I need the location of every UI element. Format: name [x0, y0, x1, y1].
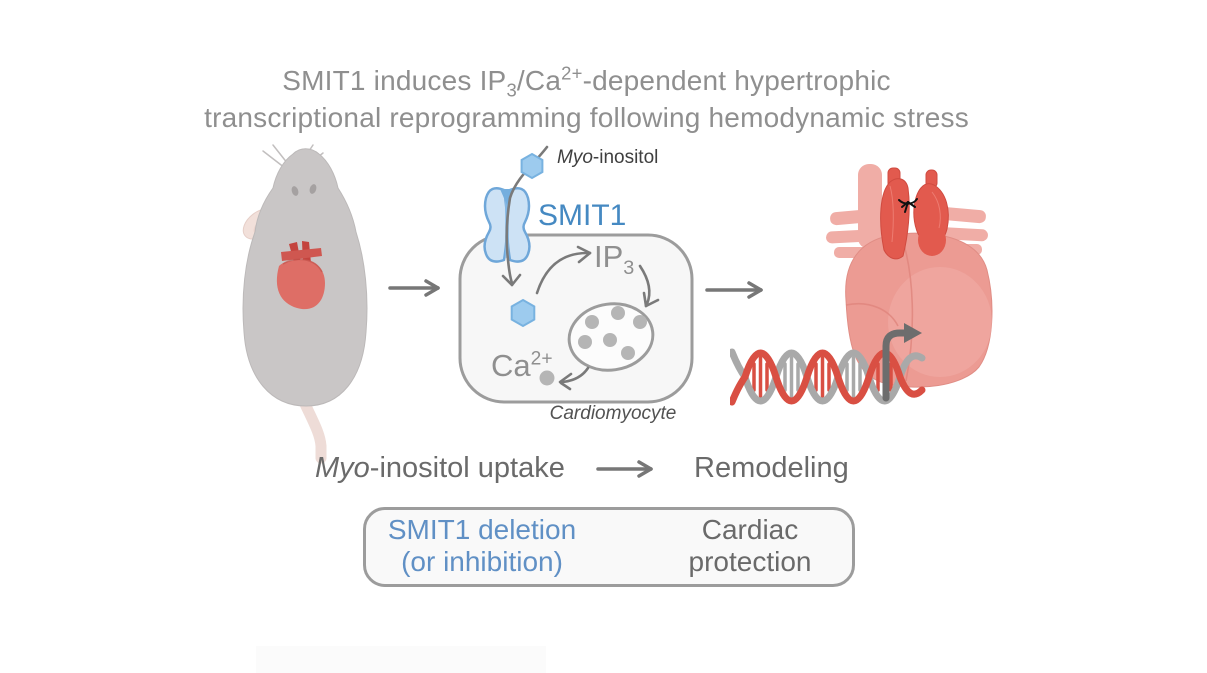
title-segment: -dependent hypertrophic — [582, 65, 891, 96]
background-strip — [256, 646, 546, 673]
uptake-label-italic: Myo — [315, 452, 370, 484]
uptake-label: Myo-inositol uptake — [315, 452, 565, 485]
ip3-production-arrow-icon — [535, 245, 592, 295]
myo-inositol-hexagon-icon — [520, 152, 544, 180]
myo-inositol-label: Myo-inositol — [557, 147, 658, 169]
ip3-to-er-arrow-icon — [638, 264, 660, 308]
dna-transcription-group — [730, 323, 926, 406]
protection-box — [363, 507, 855, 587]
flow-arrow — [596, 460, 653, 478]
mouse-eye-icon — [291, 184, 317, 196]
title-segment: SMIT1 induces IP — [282, 65, 507, 96]
transcription-arrow-icon — [882, 323, 922, 402]
smit1-deletion-line2: (or inhibition) — [401, 546, 563, 577]
calcium-ion-dot — [539, 370, 555, 386]
remodeling-label: Remodeling — [694, 452, 849, 484]
heart-right-chamber-shading — [888, 267, 992, 377]
cardiomyocyte-diagram — [458, 145, 694, 404]
banded-heart-illustration — [826, 164, 993, 388]
myo-inositol-label-rest: -inositol — [592, 147, 659, 168]
myo-inositol-hexagon-icon — [510, 298, 536, 328]
figure-title-line2: transcriptional reprogramming following … — [204, 102, 969, 133]
mouse-heart-icon — [276, 241, 325, 310]
uptake-label-rest: -inositol uptake — [369, 452, 565, 484]
er-organelle-icon — [567, 302, 655, 372]
cardiomyocyte-label: Cardiomyocyte — [549, 403, 677, 424]
myo-inositol-label-italic: Myo — [557, 147, 593, 168]
dna-helix-icon — [730, 348, 926, 406]
calcium-store-dots — [578, 306, 647, 360]
figure-title-line1: SMIT1 induces IP3/Ca2+-dependent hypertr… — [104, 62, 1069, 99]
calcium-release-arrow-icon — [558, 366, 590, 391]
ip3-label-base: IP — [594, 239, 624, 274]
ip3-label: IP3 — [594, 239, 634, 278]
figure-title: SMIT1 induces IP3/Ca2+-dependent hypertr… — [104, 62, 1069, 136]
smit1-deletion-line1: SMIT1 deletion — [387, 514, 577, 545]
cardiac-protection-line2: protection — [688, 546, 812, 577]
smit1-deletion-label: SMIT1 deletion (or inhibition) — [372, 514, 592, 578]
ip3-label-subscript: 3 — [623, 257, 635, 280]
title-subscript: 3 — [506, 79, 517, 101]
aorta-icon — [880, 167, 949, 260]
title-superscript: 2+ — [561, 62, 583, 84]
smit1-label: SMIT1 — [538, 199, 627, 232]
calcium-label-superscript: 2+ — [530, 348, 553, 370]
cardiac-protection-label: Cardiac protection — [658, 514, 842, 578]
calcium-label: Ca2+ — [491, 348, 553, 384]
flow-arrow — [705, 281, 763, 299]
calcium-label-base: Ca — [491, 348, 531, 383]
aortic-suture-knot-icon — [898, 198, 918, 213]
title-segment: /Ca — [516, 65, 562, 96]
mouse-illustration — [242, 144, 368, 464]
cardiac-protection-line1: Cardiac — [701, 514, 799, 545]
